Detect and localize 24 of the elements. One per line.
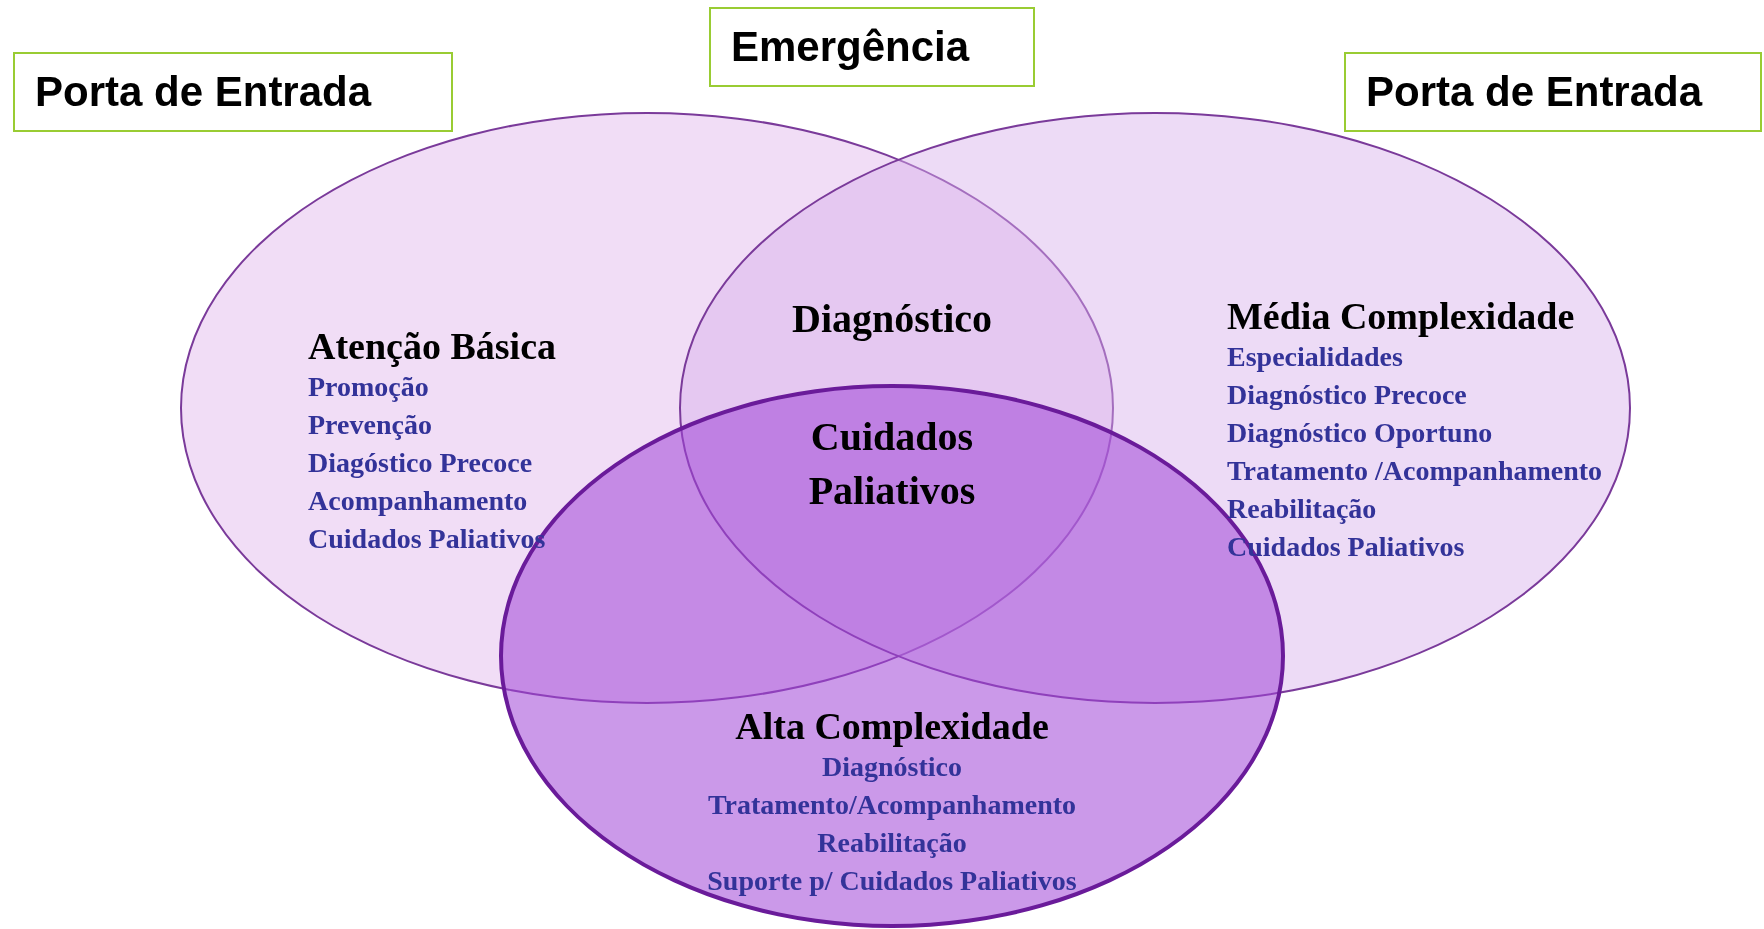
overlap-label: Diagnóstico [791, 295, 993, 343]
list-item: Prevenção [308, 410, 432, 441]
list-item: Tratamento/Acompanhamento [707, 790, 1077, 821]
list-item: Diagóstico Precoce [308, 448, 533, 479]
list-item: Diagnóstico Precoce [1227, 380, 1467, 411]
box-title: Porta de Entrada [35, 68, 372, 116]
label-box [13, 52, 453, 132]
list-item: Suporte p/ Cuidados Paliativos [707, 866, 1077, 897]
section-heading: Alta Complexidade [735, 706, 1049, 748]
list-item: Tratamento /Acompanhamento [1227, 456, 1603, 487]
list-item: Reabilitação [1227, 494, 1377, 525]
list-item: Promoção [308, 372, 429, 403]
section-heading: Atenção Básica [308, 326, 557, 368]
list-item: Acompanhamento [308, 486, 528, 517]
list-item: Reabilitação [817, 828, 967, 859]
label-box [709, 7, 1035, 87]
list-item: Diagnóstico [822, 752, 962, 783]
overlap-label: Cuidados Paliativos [807, 413, 977, 515]
list-item: Especialidades [1227, 342, 1403, 373]
box-title: Porta de Entrada [1366, 68, 1703, 116]
box-title: Emergência [731, 23, 970, 71]
section-heading: Média Complexidade [1227, 296, 1575, 338]
list-item: Diagnóstico Oportuno [1227, 418, 1493, 449]
label-box [1344, 52, 1762, 132]
